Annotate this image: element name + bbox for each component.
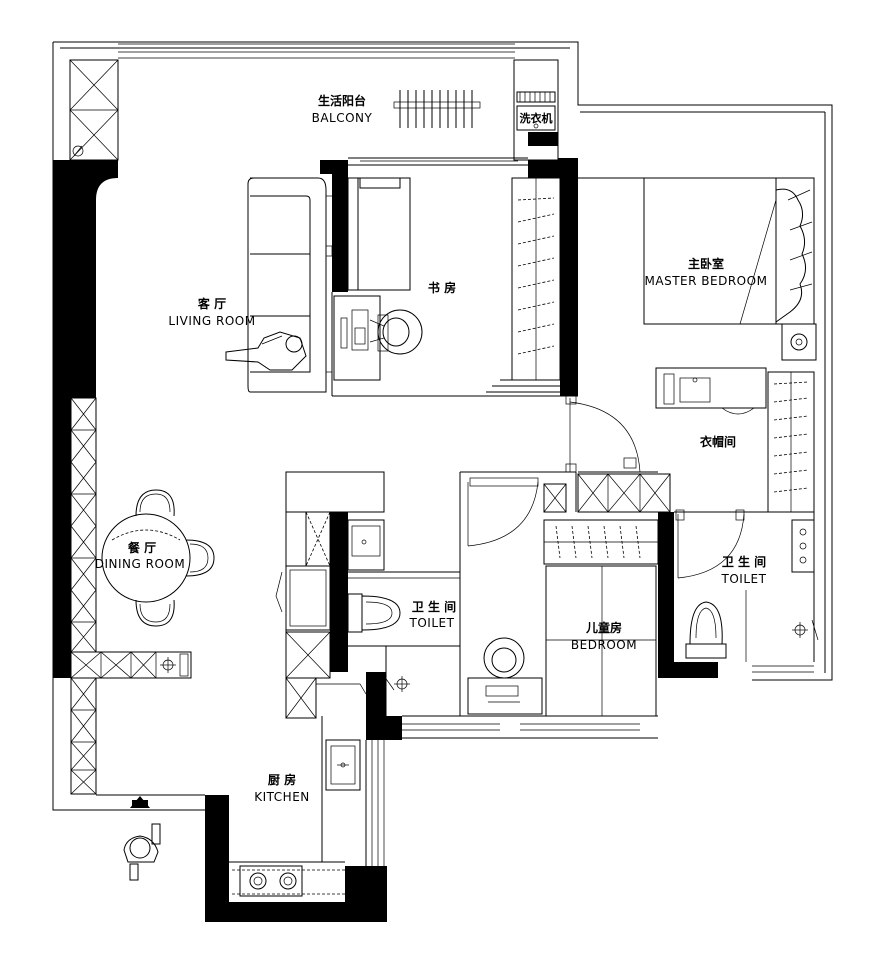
dining-chair-right	[185, 539, 215, 577]
toilet1-label-cn: 卫 生 间	[412, 599, 456, 614]
balcony-window	[118, 43, 515, 59]
outer-outline	[52, 41, 833, 811]
balcony-area	[69, 59, 559, 166]
kitchen	[229, 716, 385, 897]
toilet2-label-en: TOILET	[721, 572, 767, 586]
living-room	[225, 177, 333, 393]
kids-bedroom	[402, 471, 659, 739]
toilet1-label-en: TOILET	[409, 616, 455, 630]
toilet-2	[675, 509, 819, 673]
toilet2-label-cn: 卫 生 间	[722, 554, 766, 569]
dining-chair-bottom	[135, 599, 175, 627]
master-label-en: MASTER BEDROOM	[645, 274, 768, 288]
master-label-cn: 主卧室	[688, 256, 724, 271]
kids-label-cn: 儿童房	[585, 620, 622, 635]
toilet-1	[347, 519, 461, 716]
drying-rack	[393, 90, 481, 128]
laundry-label: 洗衣机	[520, 111, 553, 125]
entrance	[123, 796, 161, 881]
kids-label-en: BEDROOM	[571, 638, 637, 652]
walls	[53, 158, 718, 922]
dining-area	[70, 489, 215, 679]
kitchen-label-cn: 厨 房	[268, 772, 296, 787]
study-label: 书 房	[428, 280, 456, 295]
dining-label-cn: 餐 厅	[128, 540, 156, 555]
kitchen-label-en: KITCHEN	[254, 790, 310, 804]
living-label-en: LIVING ROOM	[168, 314, 255, 328]
west-windows	[70, 397, 97, 795]
dining-label-en: DINING ROOM	[95, 557, 185, 571]
balcony-label-en: BALCONY	[312, 111, 373, 125]
corridor-storage	[275, 471, 385, 719]
room-labels: 生活阳台 BALCONY 洗衣机 书 房 客 厅 LIVING ROOM 主卧室…	[95, 93, 768, 804]
dining-chair-top	[135, 489, 175, 517]
master-bedroom	[565, 177, 817, 513]
balcony-label-cn: 生活阳台	[318, 93, 366, 108]
closet-label: 衣帽间	[700, 434, 736, 449]
study-room	[331, 177, 578, 397]
living-label-cn: 客 厅	[197, 296, 226, 311]
